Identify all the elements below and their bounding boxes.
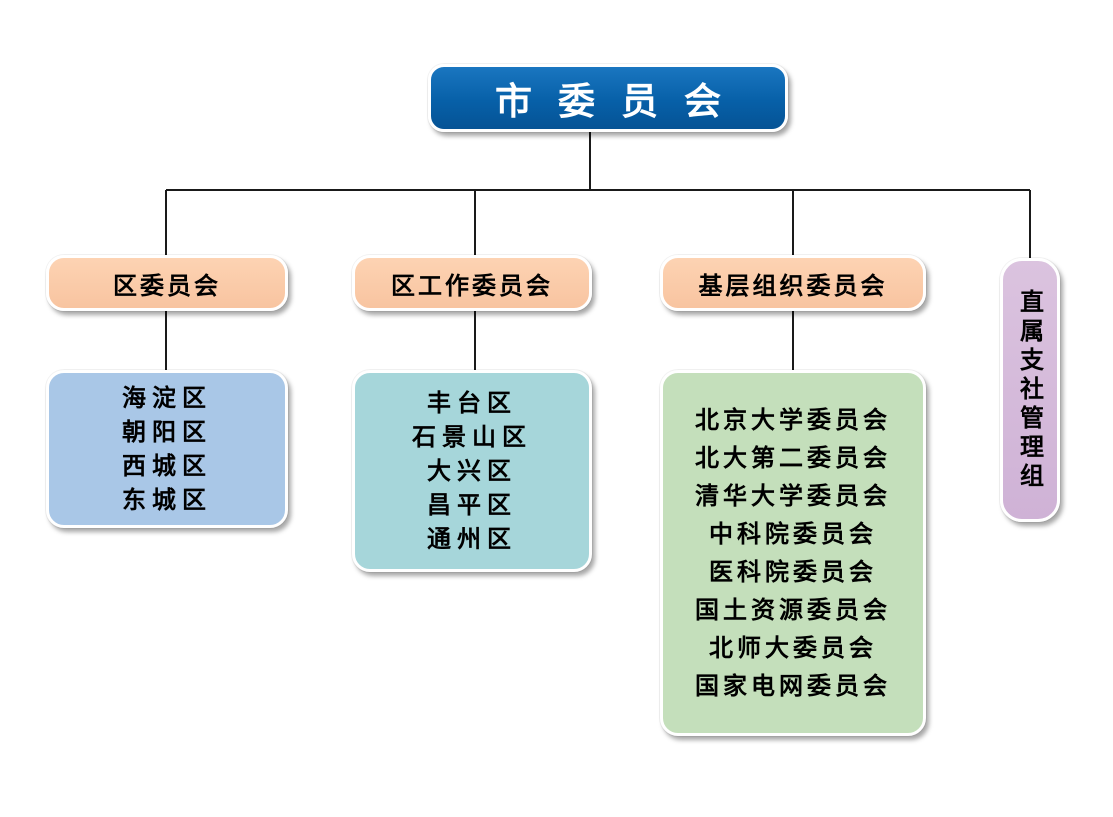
list-item: 朝阳区 [122, 418, 212, 446]
list-item: 医科院委员会 [709, 558, 877, 586]
category-district-work-committee: 区工作委员会 [352, 255, 592, 311]
category-district-committee: 区委员会 [46, 255, 288, 311]
category-label-vertical: 直属支社管理组 [1015, 288, 1044, 492]
list-item: 石景山区 [412, 423, 532, 451]
list-item: 北大第二委员会 [695, 444, 891, 472]
list-item: 通州区 [427, 525, 517, 553]
category-label: 基层组织委员会 [698, 271, 888, 300]
list-item: 国家电网委员会 [695, 672, 891, 700]
list-item: 大兴区 [427, 457, 517, 485]
list-item: 西城区 [122, 452, 212, 480]
category-grassroots-committee: 基层组织委员会 [660, 255, 926, 311]
list-item: 中科院委员会 [709, 520, 877, 548]
list-item: 清华大学委员会 [695, 482, 891, 510]
list-item: 北师大委员会 [709, 634, 877, 662]
list-item: 丰台区 [427, 389, 517, 417]
grassroots-list: 北京大学委员会 北大第二委员会 清华大学委员会 中科院委员会 医科院委员会 国土… [660, 370, 926, 736]
list-item: 北京大学委员会 [695, 406, 891, 434]
root-committee-box: 市委员会 [428, 64, 788, 132]
category-direct-branch-group: 直属支社管理组 [1000, 258, 1060, 522]
list-item: 国土资源委员会 [695, 596, 891, 624]
category-label: 区委员会 [113, 271, 221, 300]
category-label: 区工作委员会 [391, 271, 553, 300]
root-committee-title: 市委员会 [495, 80, 747, 123]
list-item: 昌平区 [427, 491, 517, 519]
work-district-list: 丰台区 石景山区 大兴区 昌平区 通州区 [352, 370, 592, 572]
list-item: 海淀区 [122, 384, 212, 412]
list-item: 东城区 [122, 486, 212, 514]
district-list: 海淀区 朝阳区 西城区 东城区 [46, 370, 288, 528]
